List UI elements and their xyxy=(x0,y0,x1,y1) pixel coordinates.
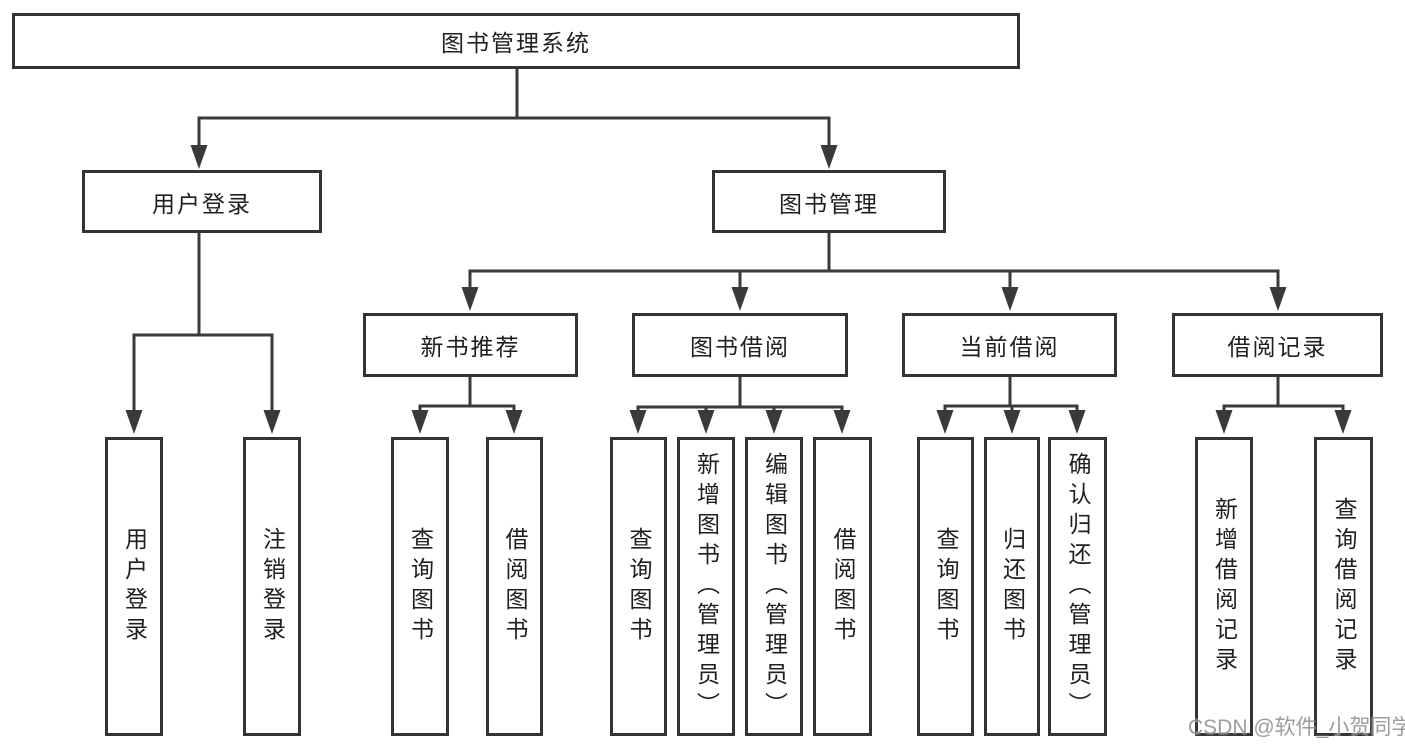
leaf-query-books-under-recommend: 查询图书 xyxy=(391,437,449,736)
node-label: 用户登录 xyxy=(152,190,252,217)
leaf-label: 注销登录 xyxy=(259,526,286,647)
connector-userlogin-to-leaves xyxy=(132,231,274,414)
csdn-watermark: CSDN @软件_小贺同学 xyxy=(1188,716,1405,739)
leaf-label: 借阅图书 xyxy=(502,526,528,647)
leaf-user-login: 用户登录 xyxy=(105,437,163,736)
leaf-label: 借阅图书 xyxy=(830,526,856,647)
connector-bookborrow-to-leaves xyxy=(636,375,844,415)
connector-bookmgmt-to-level3 xyxy=(468,231,1280,292)
node-label: 图书管理系统 xyxy=(441,30,591,56)
leaf-borrow-books-under-recommend: 借阅图书 xyxy=(486,437,543,736)
leaf-label: 查询图书 xyxy=(933,526,959,647)
leaf-label: 归还图书 xyxy=(999,526,1026,647)
leaf-return-books: 归还图书 xyxy=(984,437,1040,736)
leaf-label: 查询图书 xyxy=(407,526,434,647)
node-borrowing-records: 借阅记录 xyxy=(1172,313,1383,377)
node-label: 当前借阅 xyxy=(959,334,1060,360)
leaf-add-borrow-record: 新增借阅记录 xyxy=(1195,437,1253,736)
connector-borrowrecords-to-leaves xyxy=(1222,375,1345,415)
leaf-confirm-return-admin: 确认归还（管理员） xyxy=(1048,437,1107,736)
leaf-query-books-under-borrowing: 查询图书 xyxy=(610,437,667,736)
node-label: 图书管理 xyxy=(779,190,879,217)
leaf-query-borrow-record: 查询借阅记录 xyxy=(1314,437,1373,736)
leaf-label: 新增借阅记录 xyxy=(1211,496,1238,677)
node-label: 新书推荐 xyxy=(420,334,521,360)
connector-newbookrec-to-leaves xyxy=(418,375,516,415)
node-label: 借阅记录 xyxy=(1227,334,1328,360)
node-user-login: 用户登录 xyxy=(82,170,322,233)
leaf-borrow-books-under-borrowing: 借阅图书 xyxy=(813,437,872,736)
node-book-management: 图书管理 xyxy=(712,170,946,233)
leaf-query-books-under-current: 查询图书 xyxy=(917,437,974,736)
leaf-label: 查询借阅记录 xyxy=(1331,496,1357,677)
leaf-label: 新增图书（管理员） xyxy=(693,451,720,722)
node-label: 图书借阅 xyxy=(690,334,790,360)
node-new-book-recommendation: 新书推荐 xyxy=(363,313,578,377)
connector-root-to-level2 xyxy=(197,67,831,152)
leaf-logout: 注销登录 xyxy=(243,437,301,736)
leaf-edit-books-admin: 编辑图书（管理员） xyxy=(745,437,803,736)
leaf-label: 确认归还（管理员） xyxy=(1065,451,1091,722)
leaf-label: 编辑图书（管理员） xyxy=(761,451,788,722)
node-book-borrowing: 图书借阅 xyxy=(632,313,848,377)
node-library-management-system: 图书管理系统 xyxy=(12,13,1020,69)
node-current-borrowing: 当前借阅 xyxy=(902,313,1117,377)
leaf-label: 用户登录 xyxy=(121,526,148,647)
arrowheads xyxy=(125,145,1352,434)
leaf-label: 查询图书 xyxy=(626,526,652,647)
leaf-add-books-admin: 新增图书（管理员） xyxy=(677,437,735,736)
connector-currentborrow-to-leaves xyxy=(943,375,1079,415)
